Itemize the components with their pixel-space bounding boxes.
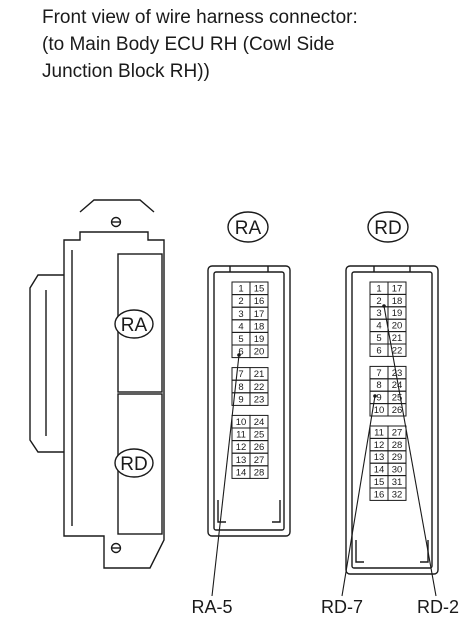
pin-cell <box>249 344 269 359</box>
pin-number: 19 <box>254 334 265 345</box>
pin-cell <box>387 487 407 501</box>
leader-ra-5 <box>211 354 240 597</box>
connector-rd-badge-bubble <box>367 211 409 243</box>
ecu-outline <box>63 231 165 569</box>
pin-number: 18 <box>254 321 265 332</box>
pin-number: 26 <box>254 442 265 453</box>
mounting-hole-icon <box>110 216 122 228</box>
ecu-label-ra-bubble <box>114 309 154 339</box>
pin-number: 5 <box>238 334 243 345</box>
pin-number: 3 <box>238 309 243 320</box>
pin-number: 6 <box>238 347 243 358</box>
pin-number: 23 <box>254 394 265 405</box>
connector-rd: RD 1 17 2 18 3 19 4 20 5 21 6 22 7 23 8 24 9 25 10 26 11 27 12… <box>345 211 439 575</box>
pin-number: 30 <box>392 465 403 476</box>
pin-number: 27 <box>392 427 403 438</box>
pin-number: 29 <box>392 452 403 463</box>
pin-number: 7 <box>238 369 243 380</box>
pin-number: 12 <box>236 442 247 453</box>
connector-rd-pins: 1 17 2 18 3 19 4 20 5 21 6 22 7 23 8 24 9 25 10 26 11 27 12 28 1… <box>369 281 407 501</box>
pin-number: 26 <box>392 405 403 416</box>
title-line: (to Main Body ECU RH (Cowl Side <box>42 34 335 55</box>
pin-number: 1 <box>376 283 381 294</box>
pin-number: 1 <box>238 284 243 295</box>
pin-number: 32 <box>392 489 403 500</box>
pin-number: 24 <box>254 417 265 428</box>
callout-ra-5: RA-5 <box>191 597 232 617</box>
ecu-body: RA RD <box>29 199 165 569</box>
title-line: Front view of wire harness connector: <box>42 7 358 28</box>
pin-number: 10 <box>374 405 385 416</box>
ecu-side-flange <box>29 274 64 453</box>
leader-rd-7 <box>341 395 376 597</box>
pin-number: 17 <box>254 309 265 320</box>
pin-number: 28 <box>392 440 403 451</box>
pin-number: 5 <box>376 333 381 344</box>
pin-number: 4 <box>376 321 381 332</box>
ecu-label-rd-bubble <box>114 448 154 478</box>
pin-number: 25 <box>392 393 403 404</box>
pin-number: 12 <box>374 440 385 451</box>
pin-cell <box>387 343 407 357</box>
pin-number: 22 <box>254 382 265 393</box>
pin-number: 20 <box>254 347 265 358</box>
pin-number: 17 <box>392 283 403 294</box>
connector-rd-badge: RD <box>374 218 401 239</box>
ecu-label-rd: RD <box>120 454 147 475</box>
pin-cell <box>249 465 269 479</box>
pin-number: 20 <box>392 321 403 332</box>
connector-ra-badge-bubble <box>227 211 269 243</box>
pin-number: 10 <box>236 417 247 428</box>
pin-number: 15 <box>254 284 265 295</box>
callout-leaders <box>211 304 437 597</box>
pin-number: 21 <box>254 369 265 380</box>
callout-rd-2: RD-2 <box>417 597 459 617</box>
pin-number: 19 <box>392 308 403 319</box>
pin-number: 14 <box>374 465 385 476</box>
pin-number: 21 <box>392 333 403 344</box>
pin-number: 11 <box>236 430 246 441</box>
pin-number: 23 <box>392 368 403 379</box>
connector-ra-outline <box>207 265 291 537</box>
connector-rd-outline <box>345 265 439 575</box>
pin-number: 28 <box>254 467 265 478</box>
pin-number: 9 <box>376 393 381 404</box>
pin-number: 22 <box>392 345 403 356</box>
pin-number: 13 <box>374 452 385 463</box>
pin-number: 18 <box>392 296 403 307</box>
pin-number: 6 <box>376 345 381 356</box>
pin-number: 8 <box>376 380 381 391</box>
pin-number: 2 <box>238 296 243 307</box>
pin-number: 13 <box>236 455 247 466</box>
pin-number: 31 <box>392 477 403 488</box>
pin-number: 3 <box>376 308 381 319</box>
pin-number: 16 <box>254 296 265 307</box>
leader-rd-2 <box>383 305 437 597</box>
pin-number: 8 <box>238 382 243 393</box>
ecu-label-ra: RA <box>121 315 148 336</box>
pin-number: 15 <box>374 477 385 488</box>
pin-number: 27 <box>254 455 265 466</box>
connector-ra: RA 1 15 2 16 3 17 4 18 5 19 6 20 7 21 8 22 9 23 10 24 11 25 12… <box>207 211 291 537</box>
pin-number: 24 <box>392 380 403 391</box>
pin-number: 4 <box>238 321 243 332</box>
diagram-title: Front view of wire harness connector: (t… <box>42 4 472 85</box>
ecu-top-tab <box>79 199 155 213</box>
pin-number: 11 <box>374 427 384 438</box>
callout-rd-7: RD-7 <box>321 597 363 617</box>
connector-ra-badge: RA <box>235 218 262 239</box>
pin-number: 25 <box>254 430 265 441</box>
title-line: Junction Block RH)) <box>42 61 210 82</box>
pin-number: 2 <box>376 296 381 307</box>
pin-cell <box>249 392 269 406</box>
pin-number: 16 <box>374 489 385 500</box>
mounting-hole-icon <box>110 542 122 554</box>
pin-number: 7 <box>376 368 381 379</box>
pin-number: 14 <box>236 467 247 478</box>
connector-ra-pins: 1 15 2 16 3 17 4 18 5 19 6 20 7 21 8 22 9 23 10 24 11 25 12 26 1… <box>231 281 269 479</box>
pin-number: 9 <box>238 394 243 405</box>
pin-cell <box>387 403 407 417</box>
